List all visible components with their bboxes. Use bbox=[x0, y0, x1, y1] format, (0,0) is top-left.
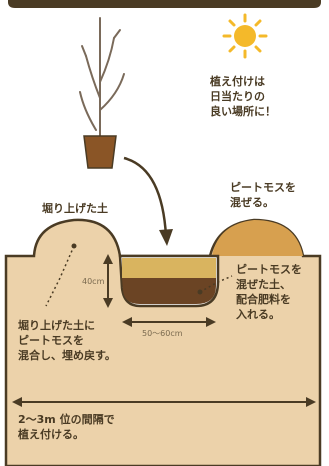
spacing-label: 2〜3m 位の間隔で 植え付ける。 bbox=[18, 413, 115, 441]
peat-mix-label: ピートモスを 混ぜる。 bbox=[230, 181, 296, 209]
hole-marker bbox=[197, 289, 203, 295]
plant-arrow-icon bbox=[123, 156, 173, 246]
hole-dark-layer bbox=[122, 278, 216, 304]
backfill-label: 堀り上げた土に ピートモスを 混合し、埋め戻す。 bbox=[18, 319, 116, 362]
peat-moss-mound bbox=[212, 220, 303, 256]
width-arrow bbox=[122, 317, 216, 327]
leader-lines bbox=[45, 245, 233, 307]
depth-label: 40cm bbox=[82, 277, 105, 286]
top-banner bbox=[8, 0, 321, 8]
heap-marker bbox=[71, 243, 77, 249]
potted-seedling-icon bbox=[79, 17, 125, 169]
sun-icon bbox=[222, 13, 268, 59]
sun-note-label: 植え付けは 日当たりの 良い場所に！ bbox=[210, 75, 276, 118]
heap-left-label: 堀り上げた土 bbox=[42, 202, 108, 215]
depth-arrow bbox=[103, 254, 113, 308]
width-label: 50〜60cm bbox=[142, 329, 183, 338]
hole-fill-label: ピートモスを 混ぜた土、 配合肥料を 入れる。 bbox=[236, 263, 302, 321]
spacing-arrow bbox=[12, 397, 316, 407]
hole-light-layer bbox=[122, 258, 216, 278]
